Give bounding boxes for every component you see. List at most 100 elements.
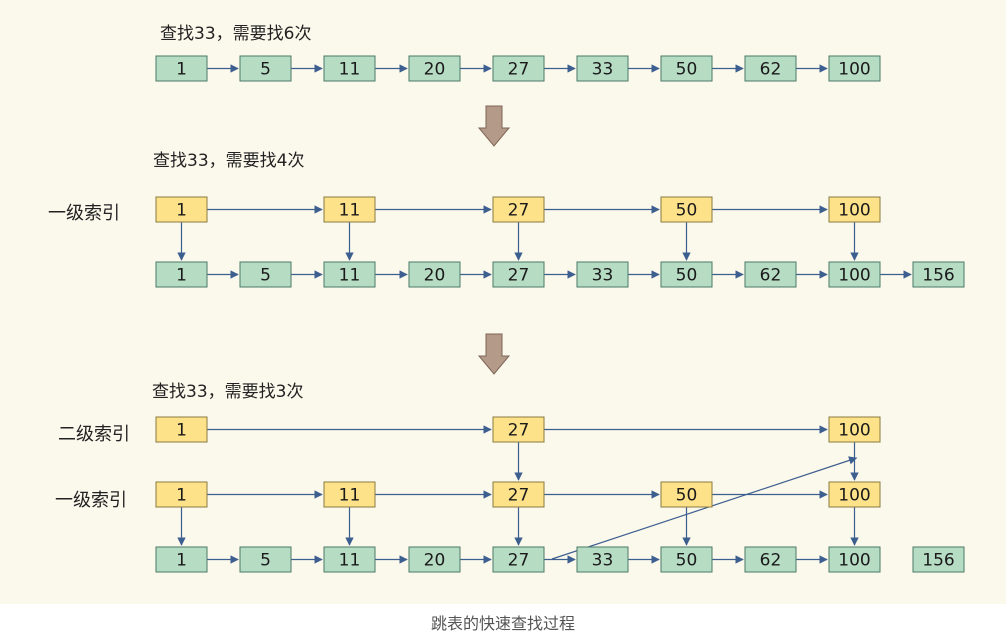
s2-base-node-11: 11 xyxy=(323,261,376,288)
s2-idx1-node-11-label: 11 xyxy=(339,201,361,221)
s1-base-node-33: 33 xyxy=(576,55,629,82)
s3-base-node-27-label: 27 xyxy=(508,551,530,571)
s2-base-node-20-label: 20 xyxy=(424,266,446,286)
s1-base-node-33-label: 33 xyxy=(592,60,614,80)
down-arrow-icon xyxy=(477,105,511,147)
s2-base-node-11-label: 11 xyxy=(339,266,361,286)
s1-base-node-62-box xyxy=(744,55,797,82)
s1-base-node-5-box xyxy=(239,55,292,82)
s2-base-node-1-label: 1 xyxy=(176,266,187,286)
s3-base-node-100: 100 xyxy=(828,546,881,573)
section-3-heading: 查找33，需要找3次 xyxy=(152,382,304,402)
s1-base-node-20: 20 xyxy=(408,55,461,82)
s2-idx1-node-27-label: 27 xyxy=(508,201,530,221)
s2-base-node-33-label: 33 xyxy=(592,266,614,286)
s3-idx2-node-27-label: 27 xyxy=(508,486,530,506)
section-2-heading: 查找33，需要找4次 xyxy=(153,151,305,171)
s3-base-node-5-box xyxy=(239,546,292,573)
s3-idx1-node-27-label: 27 xyxy=(508,421,530,441)
s3-idx2-node-50: 50 xyxy=(660,481,713,508)
section-3-level-1-label: 一级索引 xyxy=(55,490,127,511)
s2-base-node-1-box xyxy=(155,261,208,288)
s2-base-node-100: 100 xyxy=(828,261,881,288)
s2-idx1-node-100-box xyxy=(828,196,881,223)
s3-base-node-50: 50 xyxy=(660,546,713,573)
s2-idx1-node-27-box xyxy=(492,196,545,223)
s1-base-node-1-label: 1 xyxy=(176,60,187,80)
s3-idx2-node-100-label: 100 xyxy=(838,486,870,506)
s2-base-node-27-label: 27 xyxy=(508,266,530,286)
s2-base-node-5-label: 5 xyxy=(260,266,271,286)
s2-base-node-156-box xyxy=(912,261,965,288)
s2-base-node-62-label: 62 xyxy=(760,266,782,286)
s2-base-node-20: 20 xyxy=(408,261,461,288)
s3-idx1-node-1: 1 xyxy=(155,416,208,443)
s3-base-node-100-box xyxy=(828,546,881,573)
s2-base-node-100-box xyxy=(828,261,881,288)
s1-base-node-20-box xyxy=(408,55,461,82)
s2-idx1-node-100: 100 xyxy=(828,196,881,223)
s3-base-node-33-box xyxy=(576,546,629,573)
s2-base-node-62: 62 xyxy=(744,261,797,288)
s3-idx1-node-100-label: 100 xyxy=(838,421,870,441)
s3-idx2-node-1: 1 xyxy=(155,481,208,508)
s2-base-node-156-label: 156 xyxy=(922,266,954,286)
s1-base-node-100: 100 xyxy=(828,55,881,82)
s1-base-node-20-label: 20 xyxy=(424,60,446,80)
figure-caption: 跳表的快速查找过程 xyxy=(430,614,575,633)
s2-idx1-node-1: 1 xyxy=(155,196,208,223)
s1-base-node-100-label: 100 xyxy=(838,60,870,80)
s2-idx1-node-1-label: 1 xyxy=(176,201,187,221)
s2-idx1-node-50-label: 50 xyxy=(676,201,698,221)
s1-base-node-11: 11 xyxy=(323,55,376,82)
s3-idx2-node-100-box xyxy=(828,481,881,508)
s3-idx2-node-100: 100 xyxy=(828,481,881,508)
s1-base-node-50-label: 50 xyxy=(676,60,698,80)
s2-base-node-5-box xyxy=(239,261,292,288)
s3-idx1-node-1-box xyxy=(155,416,208,443)
s1-base-node-5-label: 5 xyxy=(260,60,271,80)
s1-base-node-50-box xyxy=(660,55,713,82)
s3-base-node-1-box xyxy=(155,546,208,573)
diagram-panel: 查找33，需要找6次 查找33，需要找4次 查找33，需要找3次 一级索引 二级… xyxy=(0,0,1006,604)
s1-base-node-27-box xyxy=(492,55,545,82)
s1-base-node-33-box xyxy=(576,55,629,82)
s3-idx1-node-100: 100 xyxy=(828,416,881,443)
section-1-heading: 查找33，需要找6次 xyxy=(160,24,312,44)
s2-idx1-node-11: 11 xyxy=(323,196,376,223)
s1-base-node-50: 50 xyxy=(660,55,713,82)
s1-base-node-5: 5 xyxy=(239,55,292,82)
s3-base-node-33: 33 xyxy=(576,546,629,573)
s3-base-node-1: 1 xyxy=(155,546,208,573)
s3-base-node-1-label: 1 xyxy=(176,551,187,571)
s2-base-node-50-box xyxy=(660,261,713,288)
s2-base-node-20-box xyxy=(408,261,461,288)
s2-base-node-27: 27 xyxy=(492,261,545,288)
s2-idx1-node-100-label: 100 xyxy=(838,201,870,221)
s3-base-node-156-box xyxy=(912,546,965,573)
s2-base-node-62-box xyxy=(744,261,797,288)
s1-base-node-27-label: 27 xyxy=(508,60,530,80)
s2-base-node-11-box xyxy=(323,261,376,288)
s1-base-node-11-label: 11 xyxy=(339,60,361,80)
s3-idx2-node-11-box xyxy=(323,481,376,508)
s3-base-node-62-label: 62 xyxy=(760,551,782,571)
s1-base-node-1: 1 xyxy=(155,55,208,82)
s3-base-node-27: 27 xyxy=(492,546,545,573)
s3-base-node-156: 156 xyxy=(912,546,965,573)
s3-base-node-11: 11 xyxy=(323,546,376,573)
s2-base-node-50-label: 50 xyxy=(676,266,698,286)
s2-base-node-5: 5 xyxy=(239,261,292,288)
s2-base-node-33: 33 xyxy=(576,261,629,288)
s1-base-node-11-box xyxy=(323,55,376,82)
s2-base-node-33-box xyxy=(576,261,629,288)
s3-base-node-50-box xyxy=(660,546,713,573)
s3-base-node-11-box xyxy=(323,546,376,573)
s3-base-node-20-box xyxy=(408,546,461,573)
s3-base-node-62-box xyxy=(744,546,797,573)
s3-idx2-node-27-box xyxy=(492,481,545,508)
s2-base-node-27-box xyxy=(492,261,545,288)
section-3-level-2-label: 二级索引 xyxy=(58,424,130,445)
s3-idx2-node-11-label: 11 xyxy=(339,486,361,506)
s1-base-node-62: 62 xyxy=(744,55,797,82)
